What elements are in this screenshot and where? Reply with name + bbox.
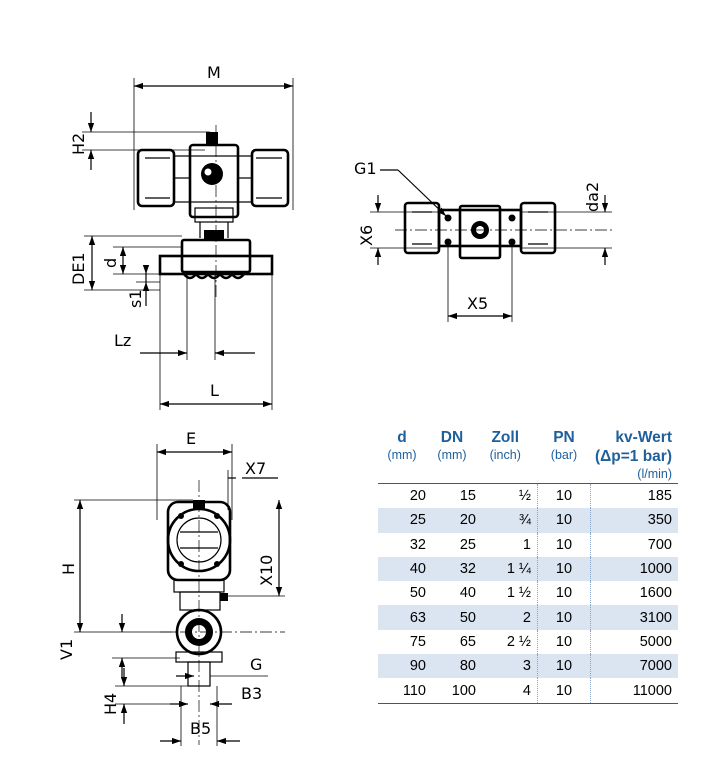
dim-d: d: [101, 258, 120, 268]
cell-pn: 10: [537, 654, 591, 679]
dim-X5: X5: [467, 294, 488, 313]
dim-V1: V1: [57, 639, 76, 660]
col-header-d: d (mm): [387, 429, 417, 462]
cell-kv: 350: [590, 508, 678, 533]
dim-G1: G1: [354, 159, 377, 178]
cell-dn: 40: [459, 585, 476, 602]
cell-zoll: 1 ¼: [479, 556, 538, 582]
cell-zoll: ¾: [479, 508, 538, 533]
cell-kv: 3100: [590, 605, 678, 630]
col-header-pn: PN (bar): [550, 429, 578, 462]
table-row: 32 25 1 10 700: [378, 532, 678, 557]
cell-zoll: 3: [479, 654, 538, 679]
front-view: M H2 DE1 d s1 Lz L: [69, 63, 294, 410]
cell-zoll: 4: [479, 678, 538, 704]
cell-kv: 185: [590, 483, 678, 509]
table-row: 75 65 2 ½ 10 5000: [378, 629, 678, 655]
col-header-kv: kv-Wert (Δp=1 bar) (l/min): [594, 429, 672, 481]
cell-d: 40: [378, 556, 428, 582]
cell-pn: 10: [537, 605, 591, 630]
dim-X10: X10: [257, 555, 276, 586]
cell-zoll: 1: [522, 536, 531, 553]
table-row: 50 40 1 ½ 10 1600: [378, 581, 678, 606]
cell-dn: 100: [428, 678, 479, 704]
dim-X6: X6: [357, 225, 376, 246]
cell-kv: 7000: [590, 654, 678, 679]
cell-d: 63: [378, 605, 428, 630]
dim-s1: s1: [126, 289, 145, 308]
cell-dn: 80: [428, 654, 479, 679]
cell-d: 75: [409, 633, 426, 650]
dim-da2: da2: [583, 182, 602, 212]
dim-M: M: [207, 63, 221, 82]
cell-dn: 25: [459, 536, 476, 553]
dim-X7: X7: [245, 459, 266, 478]
dim-E: E: [186, 429, 196, 448]
cell-pn: 10: [537, 629, 591, 655]
dim-H4: H4: [101, 693, 120, 715]
dim-B5: B5: [190, 719, 211, 738]
cell-pn: 10: [537, 581, 591, 606]
cell-pn: 10: [537, 678, 591, 704]
cell-zoll: 2: [479, 605, 538, 630]
dim-G: G: [250, 655, 262, 674]
cell-d: 90: [378, 654, 428, 679]
cell-kv: 700: [647, 536, 672, 553]
cell-zoll: ½: [479, 483, 538, 509]
cell-zoll: 2 ½: [506, 633, 531, 650]
dim-H: H: [59, 563, 78, 575]
cell-dn: 65: [459, 633, 476, 650]
table-header-row: d (mm) DN (mm) Zoll (inch) PN (bar) kv-W…: [378, 428, 678, 484]
cell-zoll: 1 ½: [506, 585, 531, 602]
cell-d: 20: [378, 483, 428, 509]
cell-pn: 10: [537, 532, 591, 557]
dim-H2: H2: [69, 133, 88, 155]
cell-d: 25: [378, 508, 428, 533]
cell-dn: 15: [428, 483, 479, 509]
dim-L: L: [210, 381, 219, 400]
cell-dn: 20: [428, 508, 479, 533]
cell-dn: 32: [428, 556, 479, 582]
cell-dn: 50: [428, 605, 479, 630]
cell-pn: 10: [537, 556, 591, 582]
dim-Lz: Lz: [114, 331, 131, 350]
cell-kv: 1000: [590, 556, 678, 582]
cell-pn: 10: [537, 508, 591, 533]
spec-table: d (mm) DN (mm) Zoll (inch) PN (bar) kv-W…: [378, 428, 678, 704]
cell-kv: 5000: [639, 633, 672, 650]
dim-DE1: DE1: [69, 252, 88, 285]
cell-kv: 11000: [590, 678, 678, 704]
cell-d: 110: [378, 678, 428, 704]
col-header-dn: DN (mm): [437, 429, 467, 462]
cell-d: 32: [409, 536, 426, 553]
dim-B3: B3: [241, 684, 262, 703]
side-view: E X7 H X10 V1 G H4 B3 B5: [57, 429, 285, 746]
top-view: G1 X6 da2 X5: [354, 159, 615, 322]
cell-kv: 1600: [639, 585, 672, 602]
cell-pn: 10: [537, 483, 591, 509]
col-header-zoll: Zoll (inch): [489, 429, 521, 462]
cell-d: 50: [409, 585, 426, 602]
